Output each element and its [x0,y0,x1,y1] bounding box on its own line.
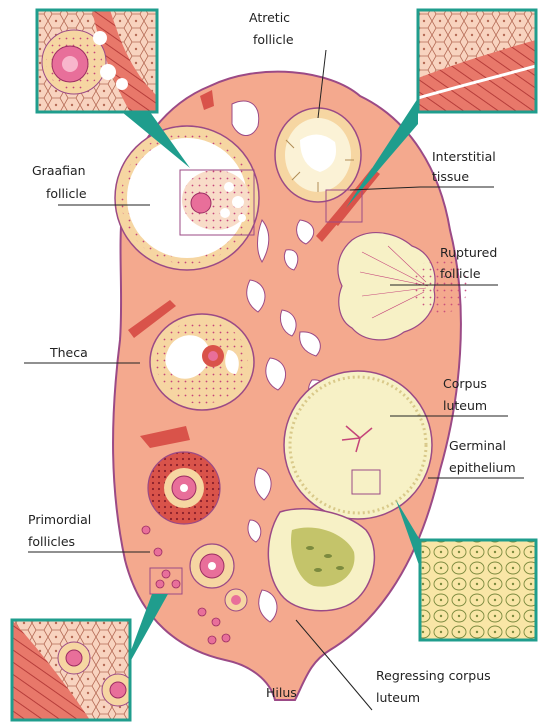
svg-text:Atretic: Atretic [249,10,290,25]
inset-graafian [37,10,157,112]
svg-text:follicles: follicles [28,534,75,549]
graafian-follicle [115,126,259,270]
svg-text:luteum: luteum [376,690,420,705]
label-primordial-follicles: Primordial follicles [28,512,91,549]
svg-text:follicle: follicle [440,266,481,281]
label-hilus: Hilus [266,685,297,700]
inset-primordial [12,620,134,720]
svg-text:follicle: follicle [253,32,294,47]
inset-interstitial [418,10,536,112]
maturing-follicle [148,452,220,524]
regressing-corpus-luteum [268,509,374,611]
svg-text:epithelium: epithelium [449,460,516,475]
svg-text:tissue: tissue [432,169,469,184]
inset-germinal-epithelium [420,540,536,640]
svg-text:Germinal: Germinal [449,438,506,453]
svg-text:Theca: Theca [49,345,88,360]
svg-text:luteum: luteum [443,398,487,413]
corpus-luteum [284,371,432,519]
label-graafian-follicle: Graafian follicle [32,163,87,201]
label-atretic-follicle: Atretic follicle [249,10,294,47]
svg-text:Regressing corpus: Regressing corpus [376,668,491,683]
atretic-follicle [275,108,361,202]
svg-text:Interstitial: Interstitial [432,149,496,164]
label-germinal-epithelium: Germinal epithelium [449,438,516,475]
theca-follicle [150,314,254,410]
svg-text:follicle: follicle [46,186,87,201]
svg-text:Hilus: Hilus [266,685,297,700]
label-theca: Theca [49,345,88,360]
svg-text:Ruptured: Ruptured [440,245,497,260]
svg-text:Graafian: Graafian [32,163,86,178]
svg-text:Primordial: Primordial [28,512,91,527]
label-interstitial-tissue: Interstitial tissue [432,149,496,184]
svg-text:Corpus: Corpus [443,376,487,391]
label-regressing-corpus-luteum: Regressing corpus luteum [376,668,491,705]
